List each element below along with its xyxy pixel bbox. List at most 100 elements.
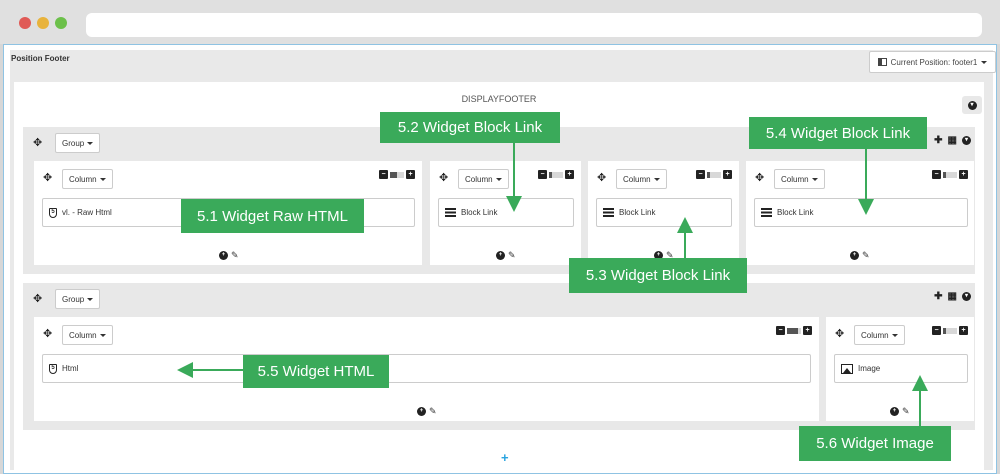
- group-dropdown[interactable]: Group: [55, 289, 101, 309]
- html5-icon: 5: [49, 207, 57, 218]
- column-dropdown[interactable]: Column: [62, 325, 113, 345]
- plus-icon[interactable]: +: [723, 170, 732, 179]
- minus-icon[interactable]: −: [932, 326, 941, 335]
- chevron-down-icon: [891, 333, 898, 337]
- group-dropdown[interactable]: Group: [55, 133, 101, 153]
- columns-icon: [877, 58, 887, 66]
- grid-icon[interactable]: ▦: [947, 135, 957, 146]
- widget-block-link[interactable]: Block Link: [596, 198, 732, 227]
- column-1: ✥ Column − + 5 Html +: [34, 317, 819, 421]
- chevron-down-icon: [981, 60, 988, 64]
- width-bar: [549, 171, 563, 178]
- widget-html[interactable]: 5 Html: [42, 354, 811, 383]
- add-widget-icon[interactable]: +: [850, 251, 859, 260]
- group-row-1: ✥ Group ✚ ▦ ▾ ✥ Column: [23, 127, 975, 274]
- move-icon[interactable]: ✥: [755, 172, 765, 184]
- column-label: Column: [69, 174, 97, 184]
- widget-label: Block Link: [777, 208, 814, 217]
- html5-icon: 5: [49, 363, 57, 374]
- add-widget-icon[interactable]: +: [417, 407, 426, 416]
- callout-5-2: 5.2 Widget Block Link: [380, 112, 560, 143]
- current-position-label: Current Position: footer1: [890, 57, 978, 67]
- widget-label: Html: [62, 364, 79, 373]
- hook-container: DISPLAYFOOTER ▾ ✥ Group ✚ ▦ ▾ ✥: [14, 82, 984, 470]
- column-width-tools: − +: [776, 326, 812, 335]
- minus-icon[interactable]: −: [379, 170, 388, 179]
- widget-actions: + ✎: [654, 250, 674, 261]
- group-toggle-icon[interactable]: ▾: [962, 292, 971, 301]
- list-icon: [603, 208, 614, 217]
- minus-icon[interactable]: −: [776, 326, 785, 335]
- image-icon: [841, 363, 853, 374]
- width-bar: [707, 171, 721, 178]
- move-icon[interactable]: ✥: [43, 328, 53, 340]
- add-widget-icon[interactable]: +: [219, 251, 228, 260]
- group-toggle-icon[interactable]: ▾: [962, 136, 971, 145]
- edit-icon[interactable]: ✎: [862, 250, 870, 260]
- column-3: ✥ Column − + Block Link: [588, 161, 739, 265]
- edit-icon[interactable]: ✎: [429, 406, 437, 416]
- chevron-down-icon: [87, 297, 94, 301]
- maximize-window-dot[interactable]: [55, 17, 67, 29]
- width-bar: [787, 327, 801, 334]
- move-icon[interactable]: ✥: [439, 172, 449, 184]
- add-widget-icon[interactable]: +: [496, 251, 505, 260]
- add-widget-icon[interactable]: +: [890, 407, 899, 416]
- column-width-tools: − +: [538, 170, 574, 179]
- callout-5-5: 5.5 Widget HTML: [243, 355, 389, 388]
- edit-icon[interactable]: ✎: [902, 406, 910, 416]
- address-bar[interactable]: [86, 13, 982, 37]
- move-icon[interactable]: ✥: [33, 293, 43, 305]
- column-width-tools: − +: [379, 170, 415, 179]
- column-width-tools: − +: [932, 170, 968, 179]
- column-label: Column: [781, 174, 809, 184]
- position-title: Position Footer: [11, 54, 70, 63]
- column-dropdown[interactable]: Column: [458, 169, 509, 189]
- plus-icon[interactable]: +: [959, 326, 968, 335]
- column-dropdown[interactable]: Column: [616, 169, 667, 189]
- move-icon[interactable]: ✥: [597, 172, 607, 184]
- group-row-2: ✥ Group ✚ ▦ ▾ ✥ Column: [23, 283, 975, 430]
- column-dropdown[interactable]: Column: [62, 169, 113, 189]
- plus-icon[interactable]: +: [959, 170, 968, 179]
- widget-image[interactable]: Image: [834, 354, 968, 383]
- minus-icon[interactable]: −: [696, 170, 705, 179]
- widget-label: vl. - Raw Html: [62, 208, 112, 217]
- plus-icon[interactable]: +: [803, 326, 812, 335]
- plus-icon[interactable]: +: [565, 170, 574, 179]
- current-position-dropdown[interactable]: Current Position: footer1: [869, 51, 996, 73]
- hook-name: DISPLAYFOOTER: [461, 94, 537, 104]
- minus-icon[interactable]: −: [932, 170, 941, 179]
- widget-actions: + ✎: [219, 250, 239, 261]
- list-icon: [761, 208, 772, 217]
- column-dropdown[interactable]: Column: [774, 169, 825, 189]
- move-icon[interactable]: ✥: [835, 328, 845, 340]
- column-dropdown[interactable]: Column: [854, 325, 905, 345]
- add-column-icon[interactable]: ✚: [934, 135, 943, 146]
- hook-toggle-button[interactable]: ▾: [962, 96, 982, 114]
- minimize-window-dot[interactable]: [37, 17, 49, 29]
- chevron-down-icon: [653, 177, 660, 181]
- move-icon[interactable]: ✥: [33, 137, 43, 149]
- move-icon[interactable]: ✥: [43, 172, 53, 184]
- close-window-dot[interactable]: [19, 17, 31, 29]
- add-widget-icon[interactable]: +: [654, 251, 663, 260]
- column-4: ✥ Column − + Block Link: [746, 161, 974, 265]
- column-label: Column: [623, 174, 651, 184]
- group-tools: ✚ ▦ ▾: [934, 291, 971, 302]
- edit-icon[interactable]: ✎: [666, 250, 674, 260]
- minus-icon[interactable]: −: [538, 170, 547, 179]
- plus-icon[interactable]: +: [406, 170, 415, 179]
- add-column-icon[interactable]: ✚: [934, 291, 943, 302]
- edit-icon[interactable]: ✎: [231, 250, 239, 260]
- widget-actions: + ✎: [496, 250, 516, 261]
- add-group-icon[interactable]: +: [501, 450, 509, 465]
- edit-icon[interactable]: ✎: [508, 250, 516, 260]
- chevron-circle-down-icon: ▾: [967, 100, 977, 110]
- column-label: Column: [861, 330, 889, 340]
- callout-5-4: 5.4 Widget Block Link: [749, 117, 927, 149]
- widget-actions: + ✎: [417, 406, 437, 417]
- grid-icon[interactable]: ▦: [947, 291, 957, 302]
- width-bar: [943, 327, 957, 334]
